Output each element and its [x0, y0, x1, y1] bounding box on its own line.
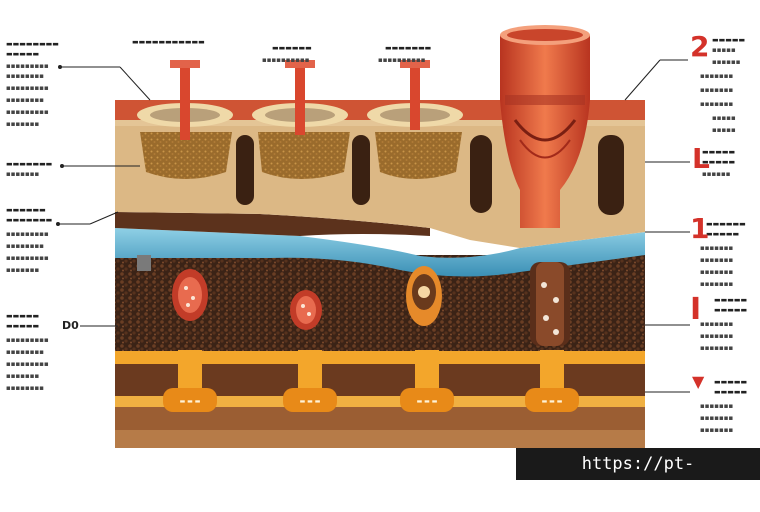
left-code-label: D0: [62, 319, 79, 332]
slot-3: [470, 135, 492, 213]
label-scribble: ▬▬▬▬▬: [714, 378, 748, 386]
label-scribble: ▪▪▪▪▪▪▪: [700, 426, 734, 434]
label-scribble: ▬▬▬▬▬: [714, 306, 748, 314]
label-scribble: ▪▪▪▪▪▪▪: [700, 414, 734, 422]
label-scribble: ▬▬▬▬▬: [706, 230, 740, 238]
outlet-drain-2: ▬ ▬ ▬: [283, 350, 337, 412]
label-scribble: ▬▬▬▬▬▬▬: [6, 160, 53, 168]
cross-section-diagram: ▬ ▬ ▬ ▬ ▬ ▬ ▬ ▬ ▬ ▬ ▬ ▬: [56, 25, 690, 448]
label-scribble: ▪▪▪▪▪▪▪: [6, 120, 40, 128]
label-scribble: ▬▬▬▬▬▬▬▬▬▬▬: [132, 38, 205, 46]
filter-chamber-3: [375, 132, 462, 179]
label-scribble: ▪▪▪▪▪: [712, 126, 736, 134]
label-scribble: ▪▪▪▪▪▪▪: [6, 170, 40, 178]
label-scribble: ▪▪▪▪▪▪▪▪▪▪: [378, 56, 426, 64]
label-scribble: ▬▬▬▬▬▬: [272, 44, 312, 52]
inlet-pipe-3: [410, 60, 420, 130]
outlet-drain-3: ▬ ▬ ▬: [400, 350, 454, 412]
label-scribble: ▬▬▬▬▬▬: [706, 220, 746, 228]
slot-1: [236, 135, 254, 205]
label-scribble: ▪▪▪▪▪▪▪▪▪: [6, 84, 49, 92]
leader-line: [624, 59, 661, 101]
outlet-drain-4: ▬ ▬ ▬: [525, 350, 579, 412]
label-scribble: ▬▬▬▬▬: [6, 322, 40, 330]
label-scribble: ▪▪▪▪▪▪▪: [700, 268, 734, 276]
slot-2: [352, 135, 370, 205]
water-band: [115, 228, 645, 277]
label-scribble: ▬▬▬▬▬: [702, 158, 736, 166]
label-scribble: ▪▪▪▪▪▪▪: [700, 72, 734, 80]
marker-1: 1: [690, 212, 710, 245]
svg-text:▬ ▬ ▬: ▬ ▬ ▬: [417, 398, 438, 405]
label-scribble: ▪▪▪▪▪▪▪: [700, 86, 734, 94]
soil-layer: [115, 212, 430, 236]
label-scribble: ▪▪▪▪▪▪▪▪▪: [6, 108, 49, 116]
label-scribble: ▬▬▬▬▬: [714, 388, 748, 396]
label-scribble: ▬▬▬▬▬: [6, 50, 40, 58]
label-scribble: ▬▬▬▬▬: [6, 312, 40, 320]
label-scribble: ▪▪▪▪▪▪▪▪▪: [6, 254, 49, 262]
label-scribble: ▪▪▪▪▪▪: [712, 58, 741, 66]
main-drain-pipe: [500, 35, 590, 228]
svg-text:▬ ▬ ▬: ▬ ▬ ▬: [300, 398, 321, 405]
label-scribble: ▪▪▪▪▪: [712, 46, 736, 54]
inlet-pipe-1: [180, 60, 190, 140]
label-scribble: ▪▪▪▪▪▪▪: [6, 372, 40, 380]
label-scribble: ▪▪▪▪▪▪▪▪▪: [6, 62, 49, 70]
label-scribble: ▬▬▬▬▬▬▬▬: [6, 40, 59, 48]
label-scribble: ▪▪▪▪▪▪▪▪: [6, 348, 44, 356]
label-scribble: ▪▪▪▪▪▪▪: [700, 280, 734, 288]
label-scribble: ▪▪▪▪▪▪▪: [700, 402, 734, 410]
drainage-band: [115, 350, 645, 364]
svg-text:▬ ▬ ▬: ▬ ▬ ▬: [542, 398, 563, 405]
label-scribble: ▬▬▬▬▬: [714, 296, 748, 304]
marker-triangle: ▼: [692, 372, 705, 391]
label-scribble: ▬▬▬▬▬▬▬: [385, 44, 432, 52]
marker-i: I: [690, 292, 702, 327]
watermark-url: https://pt-intern.in4u.net: [516, 448, 760, 506]
label-scribble: ▪▪▪▪▪▪▪: [6, 266, 40, 274]
label-scribble: ▪▪▪▪▪▪▪▪▪: [6, 336, 49, 344]
label-scribble: ▪▪▪▪▪▪▪: [700, 332, 734, 340]
inlet-pipe-2: [295, 60, 305, 135]
filter-chamber-1: [140, 132, 232, 179]
svg-text:▬ ▬ ▬: ▬ ▬ ▬: [180, 398, 201, 405]
label-scribble: ▪▪▪▪▪▪▪: [700, 320, 734, 328]
slot-4: [598, 135, 624, 215]
label-scribble: ▪▪▪▪▪▪▪▪: [6, 242, 44, 250]
filter-chamber-2: [258, 132, 350, 179]
label-scribble: ▪▪▪▪▪▪▪: [700, 100, 734, 108]
label-scribble: ▪▪▪▪▪▪▪▪▪: [6, 230, 49, 238]
label-scribble: ▪▪▪▪▪▪▪▪▪: [6, 360, 49, 368]
label-scribble: ▪▪▪▪▪▪▪▪: [6, 384, 44, 392]
label-scribble: ▬▬▬▬▬: [712, 36, 746, 44]
outlet-drain-1: ▬ ▬ ▬: [163, 350, 217, 412]
label-scribble: ▪▪▪▪▪▪▪: [700, 256, 734, 264]
label-scribble: ▬▬▬▬▬: [702, 148, 736, 156]
label-scribble: ▪▪▪▪▪: [712, 114, 736, 122]
marker-2: 2: [690, 30, 710, 63]
label-scribble: ▪▪▪▪▪▪▪: [700, 344, 734, 352]
label-scribble: ▪▪▪▪▪▪: [702, 170, 731, 178]
label-scribble: ▬▬▬▬▬▬: [6, 206, 46, 214]
label-scribble: ▪▪▪▪▪▪▪▪: [6, 72, 44, 80]
label-scribble: ▪▪▪▪▪▪▪▪: [6, 96, 44, 104]
label-scribble: ▬▬▬▬▬▬▬: [6, 216, 53, 224]
label-scribble: ▪▪▪▪▪▪▪▪▪▪: [262, 56, 310, 64]
marker-l: L: [692, 142, 710, 175]
label-scribble: ▪▪▪▪▪▪▪: [700, 244, 734, 252]
